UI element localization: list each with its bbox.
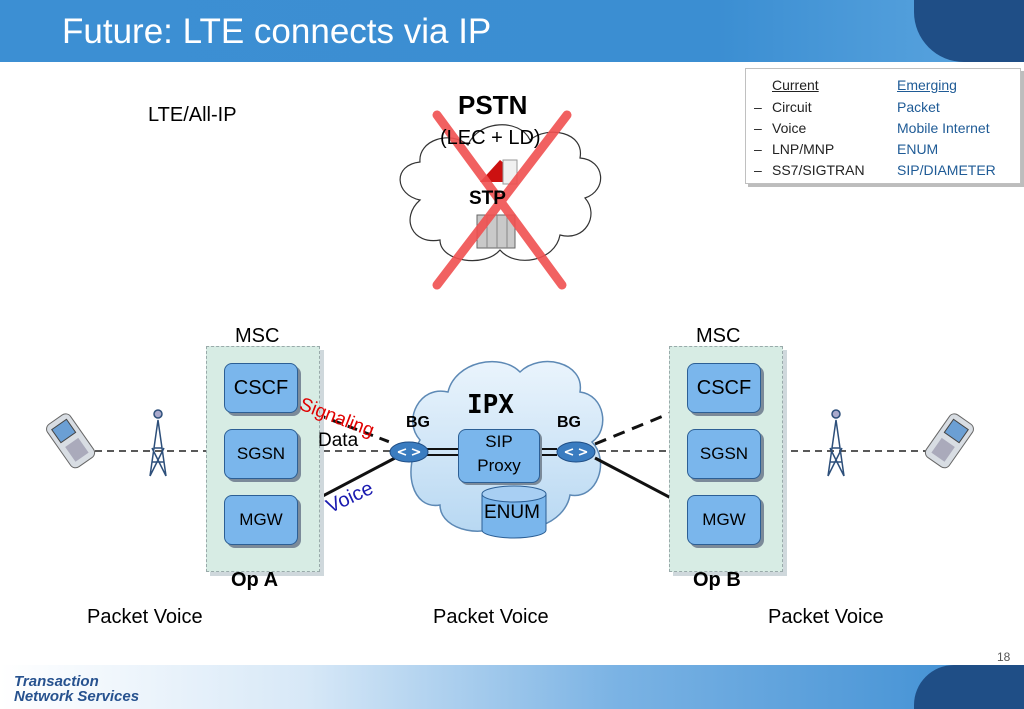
packet-voice-center: Packet Voice <box>433 606 549 628</box>
company-logo: Transaction Network Services <box>14 674 139 704</box>
legend-emerging-item: Packet <box>897 99 940 115</box>
data-label: Data <box>318 430 359 451</box>
right-cscf-node: CSCF <box>687 363 761 413</box>
legend-dash: – <box>754 141 762 157</box>
legend-current-item: Circuit <box>772 99 812 115</box>
legend-emerging-item: ENUM <box>897 141 939 157</box>
bg-left-router-icon <box>389 441 429 463</box>
left-msc-label: MSC <box>235 325 280 347</box>
title-bar <box>0 0 1024 62</box>
stp-label: STP <box>469 188 506 209</box>
sip-proxy-line1: SIP <box>485 432 513 451</box>
comparison-legend: Current Emerging – Circuit Packet – Voic… <box>745 68 1021 184</box>
legend-emerging-item: SIP/DIAMETER <box>897 162 996 178</box>
sip-proxy-node: SIP Proxy <box>458 429 540 483</box>
left-phone-icon <box>46 413 96 469</box>
legend-current-item: LNP/MNP <box>772 141 835 157</box>
right-phone-icon <box>924 413 974 469</box>
slide-title: Future: LTE connects via IP <box>62 12 492 51</box>
legend-dash: – <box>754 120 762 136</box>
packet-voice-left: Packet Voice <box>87 606 203 628</box>
logo-line1: Transaction <box>14 673 99 690</box>
legend-current-item: SS7/SIGTRAN <box>772 162 865 178</box>
legend-dash: – <box>754 162 762 178</box>
sip-proxy-line2: Proxy <box>477 456 521 475</box>
op-b-label: Op B <box>693 569 741 591</box>
right-msc-label: MSC <box>696 325 741 347</box>
legend-emerging-item: Mobile Internet <box>897 120 990 136</box>
legend-dash: – <box>754 99 762 115</box>
bg-right-label: BG <box>557 414 581 431</box>
bg-left-label: BG <box>406 414 430 431</box>
right-cell-tower-icon <box>827 409 845 477</box>
footer-bar <box>0 665 1024 709</box>
right-mgw-node: MGW <box>687 495 761 545</box>
left-cell-tower-icon <box>149 409 167 477</box>
lte-all-ip-label: LTE/All-IP <box>148 104 237 126</box>
right-sgsn-node: SGSN <box>687 429 761 479</box>
packet-voice-right: Packet Voice <box>768 606 884 628</box>
legend-emerging-header: Emerging <box>897 77 957 93</box>
left-sgsn-node: SGSN <box>224 429 298 479</box>
pstn-subtitle: (LEC + LD) <box>440 127 541 149</box>
page-number: 18 <box>997 650 1011 664</box>
footer-bar-corner <box>914 665 1024 709</box>
bg-to-sip-link <box>425 448 557 456</box>
enum-database-icon <box>481 485 547 539</box>
left-mgw-node: MGW <box>224 495 298 545</box>
enum-label: ENUM <box>484 502 540 523</box>
bg-right-router-icon <box>556 441 596 463</box>
cross-icon <box>432 110 572 290</box>
legend-current-item: Voice <box>772 120 807 136</box>
ipx-title: IPX <box>467 390 514 420</box>
left-cscf-node: CSCF <box>224 363 298 413</box>
op-a-label: Op A <box>231 569 279 591</box>
logo-line2: Network Services <box>14 688 140 705</box>
legend-current-header: Current <box>772 77 819 93</box>
pstn-title: PSTN <box>458 90 528 120</box>
